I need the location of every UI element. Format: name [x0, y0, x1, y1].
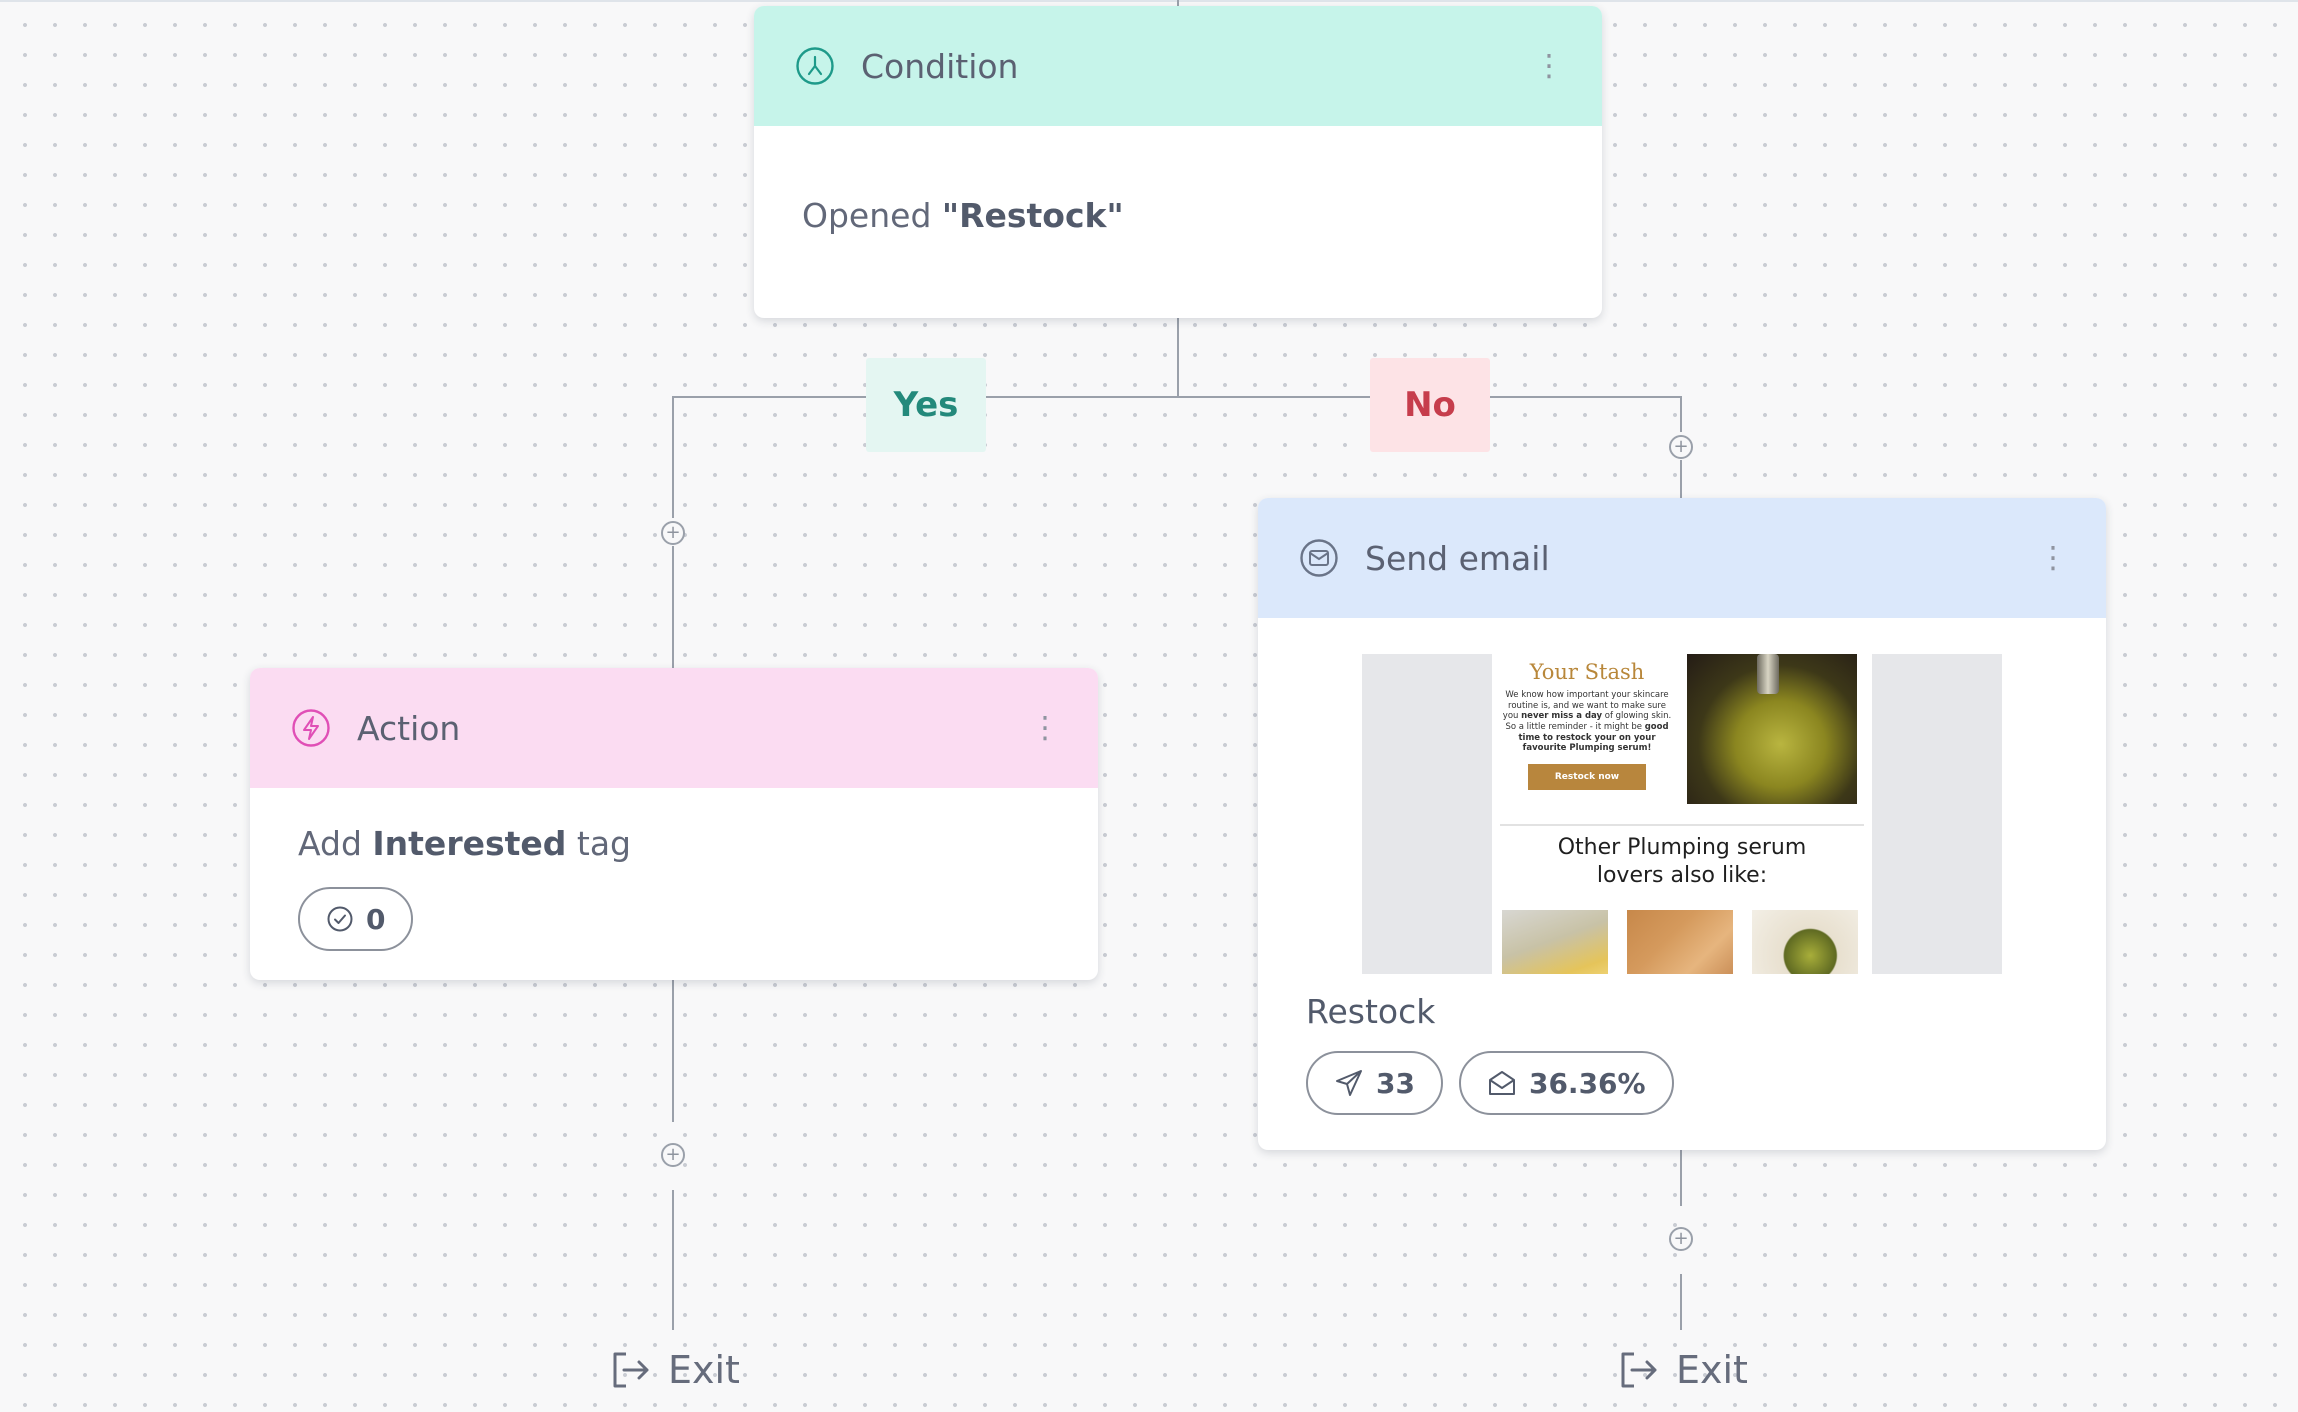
action-text-bold: Interested	[372, 824, 567, 863]
exit-right[interactable]: Exit	[1618, 1348, 1748, 1392]
condition-title: Condition	[861, 46, 1019, 86]
send-email-node[interactable]: Send email Your Stash We know how import…	[1258, 498, 2106, 1150]
email-preview-body-text-2: of glowing skin. So a little reminder - …	[1505, 711, 1672, 732]
condition-more-menu-icon[interactable]	[1534, 49, 1562, 84]
connector-action-exit-bottom	[672, 1190, 674, 1330]
email-preview-body-text-1: We know how important your skincare rout…	[1502, 690, 1669, 722]
no-branch-label: No	[1370, 358, 1490, 452]
yes-label-text: Yes	[893, 385, 959, 425]
exit-left-label: Exit	[668, 1348, 740, 1392]
connector-yes-drop-bottom	[672, 546, 674, 668]
connector-email-exit-top	[1680, 1150, 1682, 1206]
condition-text-prefix: Opened	[802, 196, 942, 235]
send-email-more-menu-icon[interactable]	[2038, 541, 2066, 576]
email-name: Restock	[1306, 992, 1436, 1031]
email-preview-recommendations-heading: Other Plumping serum lovers also like:	[1492, 834, 1872, 889]
add-step-after-email-button[interactable]: +	[1669, 1227, 1693, 1251]
lightning-icon	[290, 707, 332, 749]
send-email-header: Send email	[1258, 498, 2106, 618]
open-envelope-icon	[1488, 1071, 1515, 1095]
envelope-icon	[1298, 537, 1340, 579]
email-preview-content: Your Stash We know how important your sk…	[1492, 654, 1872, 974]
check-circle-icon	[327, 906, 353, 932]
connector-into-condition	[1177, 0, 1179, 8]
action-description: Add Interested tag	[298, 824, 1050, 863]
exit-icon	[613, 1352, 649, 1388]
action-text-prefix: Add	[298, 824, 373, 863]
add-step-yes-branch-button[interactable]: +	[661, 521, 685, 545]
add-step-no-branch-button[interactable]: +	[1669, 435, 1693, 459]
email-preview-other-line1: Other Plumping serum	[1557, 835, 1807, 860]
exit-icon	[1621, 1352, 1657, 1388]
email-preview-body-bold-1: never miss a day	[1521, 711, 1603, 722]
email-preview-thumbnail[interactable]: Your Stash We know how important your sk…	[1362, 654, 2002, 974]
serum-bottle-image	[1687, 654, 1857, 804]
paper-plane-icon	[1336, 1070, 1362, 1096]
condition-branch-icon	[794, 45, 836, 87]
yes-branch-label: Yes	[866, 358, 986, 452]
action-body: Add Interested tag 0	[250, 788, 1098, 951]
action-header: Action	[250, 668, 1098, 788]
email-preview-restock-button: Restock now	[1528, 763, 1646, 790]
top-border	[0, 0, 2298, 2]
exit-left[interactable]: Exit	[610, 1348, 740, 1392]
condition-node[interactable]: Condition Opened "Restock"	[754, 6, 1602, 318]
action-more-menu-icon[interactable]	[1030, 711, 1058, 746]
exit-right-label: Exit	[1676, 1348, 1748, 1392]
connector-no-drop-bottom	[1680, 460, 1682, 498]
email-preview-divider	[1500, 824, 1864, 826]
action-node[interactable]: Action Add Interested tag 0	[250, 668, 1098, 980]
add-step-after-action-button[interactable]: +	[661, 1143, 685, 1167]
connector-email-exit-bottom	[1680, 1274, 1682, 1330]
email-stats: 33 36.36%	[1306, 1051, 1674, 1115]
action-completed-count-pill[interactable]: 0	[298, 887, 414, 951]
action-text-suffix: tag	[566, 824, 632, 863]
email-preview-body: We know how important your skincare rout…	[1492, 684, 1682, 754]
connector-condition-stem	[1177, 318, 1179, 396]
condition-body: Opened "Restock"	[754, 126, 1602, 305]
open-rate: 36.36%	[1528, 1066, 1646, 1100]
email-preview-body-bold-2: good time to restock your on your favour…	[1518, 721, 1669, 754]
action-title: Action	[357, 708, 461, 748]
product-thumbnail-3	[1752, 910, 1858, 974]
sent-count: 33	[1376, 1066, 1415, 1100]
connector-yes-drop-top	[672, 396, 674, 518]
email-preview-heading: Your Stash	[1529, 660, 1645, 684]
email-preview-other-line2: lovers also like:	[1596, 862, 1768, 888]
condition-header: Condition	[754, 6, 1602, 126]
open-rate-pill[interactable]: 36.36%	[1458, 1051, 1674, 1115]
product-thumbnail-2	[1627, 910, 1733, 974]
connector-action-exit-top	[672, 980, 674, 1122]
sent-count-pill[interactable]: 33	[1306, 1051, 1443, 1115]
email-stash-block: Your Stash We know how important your sk…	[1492, 654, 1682, 804]
connector-branch-horizontal	[672, 396, 1682, 398]
connector-no-drop-top	[1680, 396, 1682, 432]
action-completed-count: 0	[366, 902, 386, 936]
condition-text-bold: "Restock"	[941, 196, 1124, 235]
product-thumbnail-1	[1502, 910, 1608, 974]
send-email-title: Send email	[1365, 538, 1550, 578]
no-label-text: No	[1404, 385, 1456, 425]
